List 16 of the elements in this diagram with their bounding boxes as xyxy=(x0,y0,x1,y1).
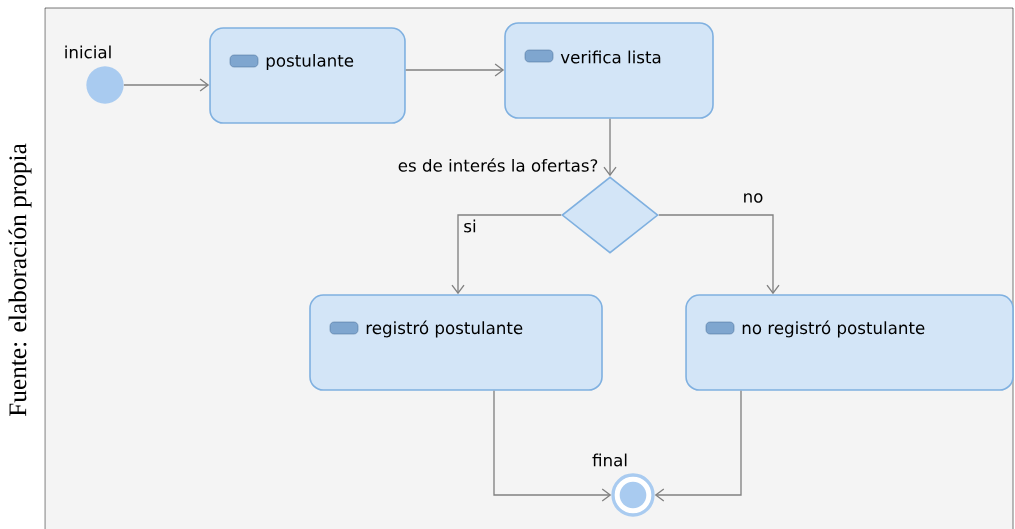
arrow xyxy=(123,78,210,92)
source-note: Fuente: elaboración propia xyxy=(8,143,32,417)
decision-label: es de interés la ofertas? xyxy=(398,158,598,172)
arrow xyxy=(451,214,562,295)
arrow xyxy=(658,214,780,295)
arrow xyxy=(654,390,742,502)
action-text: postulante xyxy=(266,53,354,71)
arrow xyxy=(603,118,617,177)
edge-label: si xyxy=(462,218,478,234)
node-label: inicial xyxy=(65,45,111,59)
arrow xyxy=(493,390,612,502)
action-text: no registró postulante xyxy=(742,320,925,338)
action-text: registró postulante xyxy=(366,320,523,338)
action-text: verifica lista xyxy=(560,50,661,64)
arrow xyxy=(405,63,505,77)
node-label: final xyxy=(592,453,627,467)
